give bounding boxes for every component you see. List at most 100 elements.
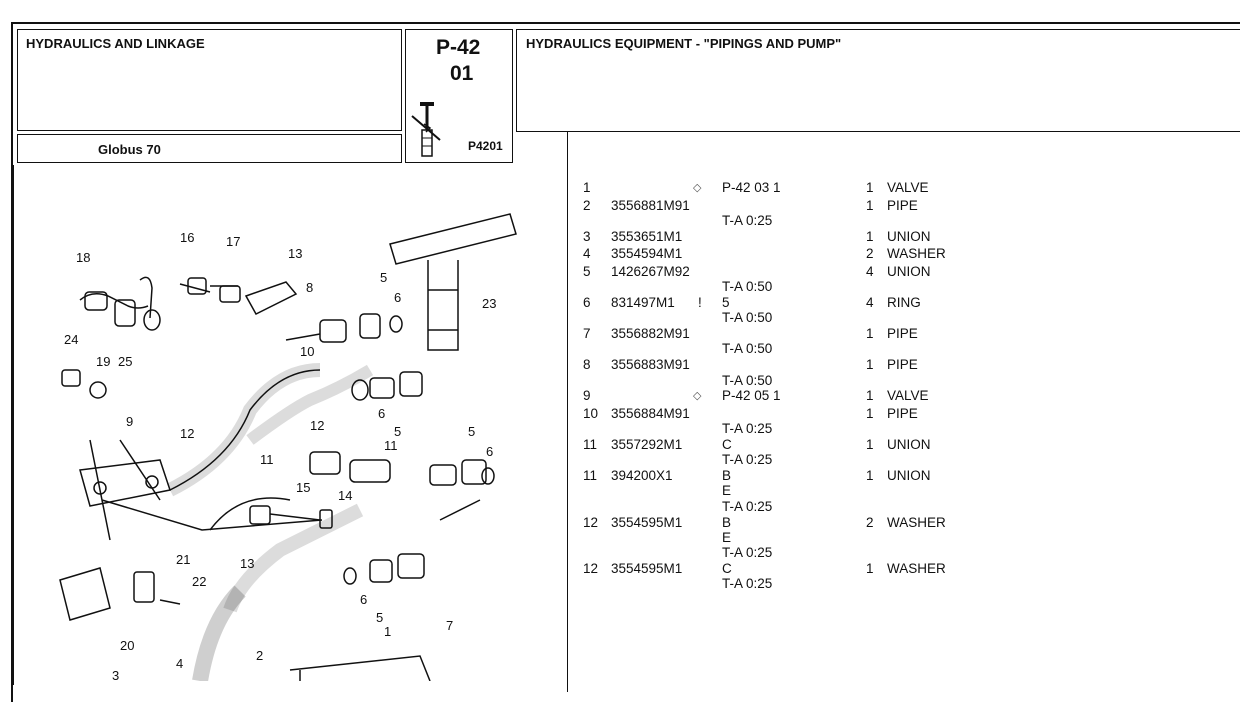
quantity: 2 bbox=[866, 246, 874, 262]
quantity: 4 bbox=[866, 295, 874, 310]
ref-number: 6 bbox=[583, 295, 591, 310]
svg-text:13: 13 bbox=[288, 246, 302, 261]
svg-text:9: 9 bbox=[126, 414, 133, 429]
page-code-line1: P-42 bbox=[436, 36, 481, 59]
remark: E bbox=[722, 529, 732, 545]
svg-text:12: 12 bbox=[180, 426, 194, 441]
page-description: HYDRAULICS EQUIPMENT - "PIPINGS AND PUMP… bbox=[526, 36, 842, 51]
svg-text:4: 4 bbox=[176, 656, 183, 671]
quantity: 1 bbox=[866, 468, 874, 484]
part-number: 3554595M1 bbox=[611, 514, 683, 530]
part-number: 831497M1 bbox=[611, 295, 675, 310]
svg-text:11: 11 bbox=[260, 452, 274, 467]
quantity: 1 bbox=[866, 388, 874, 404]
remark: T-A 0:25 bbox=[722, 452, 773, 468]
svg-text:11: 11 bbox=[384, 438, 398, 453]
part-number: 3557292M1 bbox=[611, 437, 683, 452]
svg-text:5: 5 bbox=[380, 270, 387, 285]
svg-text:20: 20 bbox=[120, 638, 134, 653]
column-divider bbox=[567, 132, 568, 692]
svg-text:6: 6 bbox=[378, 406, 385, 421]
svg-text:1: 1 bbox=[384, 624, 391, 639]
svg-text:7: 7 bbox=[446, 618, 453, 633]
ref-number: 2 bbox=[583, 197, 591, 213]
remark: B bbox=[722, 468, 732, 484]
model-box bbox=[17, 134, 402, 163]
svg-text:13: 13 bbox=[240, 556, 254, 571]
svg-text:10: 10 bbox=[300, 344, 314, 359]
ref-number: 5 bbox=[583, 263, 591, 279]
svg-text:5: 5 bbox=[468, 424, 475, 439]
eye-diamond-icon: ◇ bbox=[693, 182, 702, 194]
part-description: VALVE bbox=[887, 388, 929, 404]
page-code-box bbox=[405, 29, 513, 163]
svg-text:5: 5 bbox=[376, 610, 383, 625]
page-code-line2: 01 bbox=[450, 62, 474, 85]
eye-diamond-icon: ◇ bbox=[693, 390, 702, 403]
lever-symbol-icon bbox=[411, 102, 441, 157]
remark: C bbox=[722, 560, 732, 576]
svg-text:17: 17 bbox=[226, 234, 240, 249]
ref-number: 11 bbox=[583, 468, 598, 484]
model-name: Globus 70 bbox=[98, 142, 161, 157]
svg-text:6: 6 bbox=[360, 592, 367, 607]
part-description: WASHER bbox=[887, 246, 946, 262]
part-description: PIPE bbox=[887, 405, 918, 421]
ref-number: 8 bbox=[583, 357, 591, 373]
ref-number: 11 bbox=[583, 437, 598, 452]
remark: T-A 0:50 bbox=[722, 279, 773, 295]
remark: 5 bbox=[722, 295, 730, 310]
quantity: 1 bbox=[866, 197, 874, 213]
part-description: UNION bbox=[887, 468, 931, 484]
remark: T-A 0:25 bbox=[722, 545, 773, 561]
svg-text:16: 16 bbox=[180, 230, 194, 245]
remark: P-42 05 1 bbox=[722, 388, 781, 404]
ref-number: 3 bbox=[583, 228, 591, 244]
part-description: PIPE bbox=[887, 357, 918, 373]
part-number: 394200X1 bbox=[611, 468, 673, 484]
callout-labels: 18 16 17 13 5 6 8 23 24 19 25 10 9 12 11… bbox=[64, 230, 496, 681]
quantity: 1 bbox=[866, 357, 874, 373]
svg-text:14: 14 bbox=[338, 488, 352, 503]
description-box bbox=[516, 29, 1240, 132]
part-description: PIPE bbox=[887, 326, 918, 342]
ref-number: 12 bbox=[583, 560, 599, 576]
svg-text:23: 23 bbox=[482, 296, 496, 311]
quantity: 4 bbox=[866, 263, 874, 279]
svg-text:21: 21 bbox=[176, 552, 190, 567]
ref-number: 9 bbox=[583, 388, 591, 404]
sheet-border bbox=[11, 22, 1240, 702]
svg-text:6: 6 bbox=[394, 290, 401, 305]
part-number: 3556882M91 bbox=[611, 326, 690, 342]
part-number: 3554594M1 bbox=[611, 246, 683, 262]
part-description: WASHER bbox=[887, 560, 946, 576]
quantity: 1 bbox=[866, 560, 874, 576]
remark: T-A 0:50 bbox=[722, 341, 773, 357]
svg-text:6: 6 bbox=[486, 444, 493, 459]
remark: T-A 0:25 bbox=[722, 498, 773, 514]
remark: C bbox=[722, 437, 732, 452]
quantity: 2 bbox=[866, 514, 874, 530]
part-description: PIPE bbox=[887, 197, 918, 213]
ref-number: 10 bbox=[583, 405, 599, 421]
quantity: 1 bbox=[866, 437, 874, 452]
exploded-diagram: 18 16 17 13 5 6 8 23 24 19 25 10 9 12 11… bbox=[59, 213, 517, 681]
svg-text:24: 24 bbox=[64, 332, 78, 347]
part-number: 3554595M1 bbox=[611, 560, 683, 576]
ref-number: 1 bbox=[583, 180, 591, 195]
remark: T-A 0:25 bbox=[722, 421, 773, 437]
remark: T-A 0:25 bbox=[722, 212, 773, 228]
quantity: 1 bbox=[866, 405, 874, 421]
part-description: VALVE bbox=[887, 180, 929, 195]
section-title: HYDRAULICS AND LINKAGE bbox=[26, 36, 205, 51]
section-title-box bbox=[17, 29, 402, 131]
quantity: 1 bbox=[866, 180, 874, 195]
svg-text:25: 25 bbox=[118, 354, 132, 369]
part-description: RING bbox=[887, 295, 921, 310]
ref-number: 7 bbox=[583, 326, 591, 342]
figure-reference: P4201 bbox=[468, 139, 503, 153]
part-description: UNION bbox=[887, 437, 931, 452]
remark: P-42 03 1 bbox=[722, 180, 781, 195]
svg-text:3: 3 bbox=[112, 668, 119, 681]
quantity: 1 bbox=[866, 326, 874, 342]
